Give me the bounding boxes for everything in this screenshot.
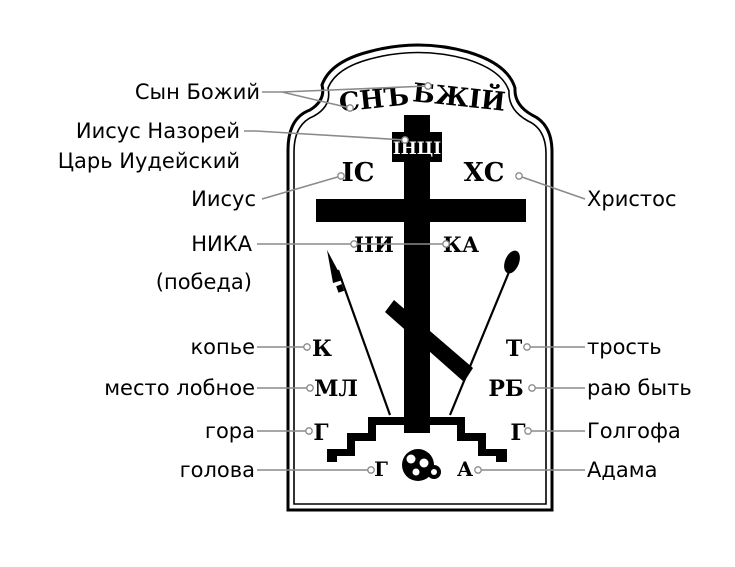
label-paradise: раю быть — [587, 376, 692, 400]
label-victory: (победа) — [156, 270, 252, 294]
label-spear: копье — [190, 335, 255, 359]
inscription-bzhiy: БЖIЙ — [411, 75, 507, 118]
golgotha-steps — [327, 417, 507, 462]
label-jesus: Иисус — [191, 187, 256, 211]
label-adam: Адама — [587, 458, 657, 482]
label-golgotha: Голгофа — [587, 419, 681, 443]
inscription-t: Т — [506, 336, 523, 362]
spear — [327, 250, 392, 416]
label-nika: НИКА — [191, 232, 252, 256]
inscription-g-bottom: Г — [374, 457, 388, 481]
inscription-g-right: Г — [510, 420, 525, 446]
leader-dots — [303, 82, 536, 474]
labels-right: Христос трость раю быть Голгофа Адама — [587, 187, 692, 482]
cross-main-beam — [316, 199, 526, 222]
inscription-ml: МЛ — [314, 376, 358, 402]
label-reed: трость — [587, 335, 662, 359]
cross-footrest — [385, 300, 473, 382]
labels-left: Сын Божий Иисус Назорей Царь Иудейский И… — [58, 80, 260, 482]
inscription-g-left: Г — [313, 420, 328, 446]
label-son-of-god: Сын Божий — [135, 80, 260, 104]
reed — [448, 250, 520, 416]
cross-title-plate — [392, 132, 442, 162]
inscription-inci: IНЦI — [393, 139, 441, 159]
cross-vertical-beam — [404, 115, 430, 433]
label-place-skull: место лобное — [104, 376, 255, 400]
inscription-a-bottom: А — [457, 457, 474, 481]
cross — [316, 115, 526, 433]
leader-lines — [244, 85, 586, 471]
frame-outer — [286, 43, 554, 512]
inscription-xc: ХС — [464, 158, 505, 188]
frame-inner — [293, 51, 547, 505]
label-king-of-jews: Царь Иудейский — [58, 149, 240, 173]
inscription-k: К — [312, 336, 332, 362]
inscription-ic: IС — [342, 158, 375, 188]
adam-skull-icon — [402, 449, 441, 481]
label-head: голова — [180, 458, 255, 482]
label-mount: гора — [205, 419, 255, 443]
label-christ: Христос — [587, 187, 677, 211]
label-jesus-nazarene: Иисус Назорей — [76, 119, 240, 143]
inscription-rb: РБ — [488, 376, 523, 402]
